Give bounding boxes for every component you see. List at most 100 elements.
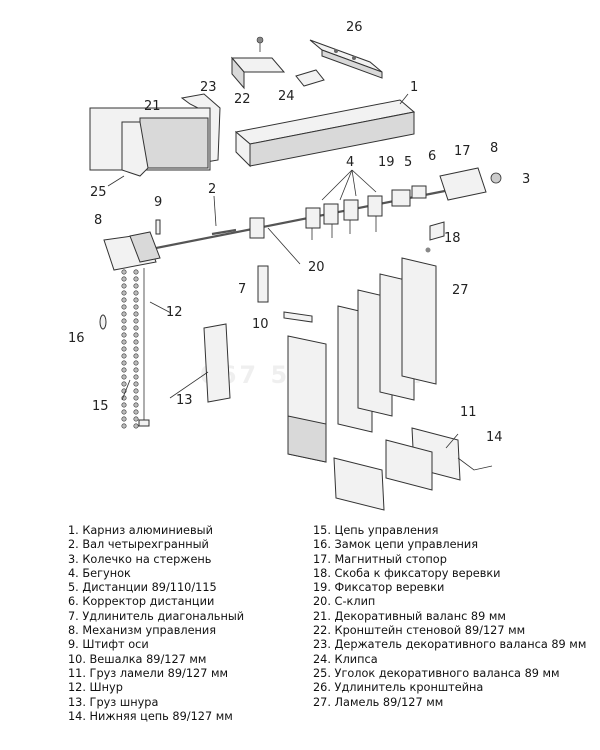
legend-item: 7. Удлинитель диагональный (68, 609, 245, 623)
chain-bead (133, 318, 139, 324)
legend-item: 10. Вешалка 89/127 мм (68, 652, 207, 666)
part-cord-lock-bracket (425, 221, 445, 253)
part-slat-weights (385, 427, 461, 491)
callout-17: 17 (454, 144, 471, 159)
chain-bead (121, 360, 127, 366)
legend-item: 2. Вал четырехгранный (68, 538, 209, 552)
part-wall-bracket (230, 36, 286, 90)
callout-labels: 1 2 3 4 5 6 7 8 8 9 10 11 12 13 14 15 16… (68, 20, 530, 445)
exploded-parts-diagram: 067 503 79 37 (68, 20, 530, 511)
callout-22: 22 (234, 92, 251, 107)
callout-21: 21 (144, 99, 161, 114)
chain-bead (121, 332, 127, 338)
chain-bead (133, 346, 139, 352)
legend-item: 6. Корректор дистанции (68, 595, 215, 609)
chain-bead (133, 395, 139, 401)
chain-bead (133, 423, 139, 429)
callout-19: 19 (378, 155, 395, 170)
part-control-chain (121, 269, 139, 429)
callout-23: 23 (200, 80, 217, 95)
chain-bead (133, 416, 139, 422)
legend-item: 25. Уголок декоративного валанса 89 мм (313, 666, 560, 680)
callout-13: 13 (176, 393, 193, 408)
legend-item: 13. Груз шнура (68, 695, 159, 709)
chain-bead (133, 332, 139, 338)
callout-2: 2 (208, 182, 216, 197)
callout-27: 27 (452, 283, 469, 298)
legend-item: 3. Колечко на стержень (68, 552, 212, 566)
legend-item: 24. Клипса (313, 652, 378, 666)
legend-item: 21. Декоративный валанс 89 мм (313, 609, 506, 623)
callout-7: 7 (238, 282, 246, 297)
legend-item: 23. Держатель декоративного валанса 89 м… (313, 638, 587, 652)
part-cord (138, 268, 150, 427)
chain-bead (133, 339, 139, 345)
legend-item: 11. Груз ламели 89/127 мм (68, 666, 229, 680)
legend-item: 18. Скоба к фиксатору веревки (313, 566, 501, 580)
callout-20: 20 (308, 260, 325, 275)
legend-item: 9. Штифт оси (68, 638, 149, 652)
chain-bead (133, 360, 139, 366)
chain-bead (121, 367, 127, 373)
chain-bead (133, 325, 139, 331)
chain-bead (133, 353, 139, 359)
callout-12: 12 (166, 305, 183, 320)
legend-item: 17. Магнитный стопор (313, 552, 447, 566)
part-headrail (234, 99, 416, 168)
part-right-control (439, 167, 502, 201)
legend-item: 5. Дистанции 89/110/115 (68, 581, 217, 595)
chain-bead (133, 402, 139, 408)
callout-8-left: 8 (94, 213, 102, 228)
callout-26: 26 (346, 20, 363, 35)
chain-bead (121, 304, 127, 310)
callout-14: 14 (486, 430, 503, 445)
chain-bead (133, 276, 139, 282)
chain-bead (121, 423, 127, 429)
legend-item: 8. Механизм управления (68, 624, 217, 638)
callout-1: 1 (410, 80, 418, 95)
part-valance-corner (121, 121, 149, 177)
legend-item: 16. Замок цепи управления (313, 538, 479, 552)
legend-column-left: 1. Карниз алюминиевый 2. Вал четырехгран… (68, 524, 244, 724)
chain-bead (121, 283, 127, 289)
callout-9: 9 (154, 195, 162, 210)
chain-bead (133, 381, 139, 387)
callout-15: 15 (92, 399, 109, 414)
callout-8-right: 8 (490, 141, 498, 156)
chain-bead (121, 311, 127, 317)
legend-item: 26. Удлинитель кронштейна (313, 681, 484, 695)
legend-item: 12. Шнур (68, 681, 123, 695)
chain-bead (121, 381, 127, 387)
chain-bead (121, 416, 127, 422)
chain-bead (133, 269, 139, 275)
chain-bead (121, 409, 127, 415)
part-hanger (283, 311, 313, 323)
parts-legend: 1. Карниз алюминиевый 2. Вал четырехгран… (0, 524, 600, 746)
chain-bead (133, 367, 139, 373)
legend-column-right: 15. Цепь управления 16. Замок цепи управ… (313, 524, 586, 710)
part-decorative-valance (89, 107, 211, 171)
part-bottom-weight (333, 457, 493, 511)
chain-bead (121, 339, 127, 345)
chain-bead (121, 374, 127, 380)
chain-bead (121, 353, 127, 359)
part-carriers (249, 185, 427, 240)
chain-bead (133, 374, 139, 380)
chain-bead (133, 283, 139, 289)
legend-item: 19. Фиксатор веревки (313, 581, 445, 595)
chain-bead (121, 290, 127, 296)
legend-item: 27. Ламель 89/127 мм (313, 695, 444, 709)
part-slat-front (287, 335, 327, 463)
chain-bead (121, 325, 127, 331)
legend-item: 4. Бегунок (68, 566, 131, 580)
callout-18: 18 (444, 231, 461, 246)
chain-bead (133, 297, 139, 303)
legend-item: 15. Цепь управления (313, 524, 439, 537)
legend-item: 1. Карниз алюминиевый (68, 524, 213, 537)
part-clip (295, 69, 325, 87)
callout-5: 5 (404, 155, 412, 170)
callout-6: 6 (428, 149, 436, 164)
chain-bead (121, 269, 127, 275)
leader-lines (107, 93, 459, 449)
part-axle-pin (155, 219, 161, 235)
